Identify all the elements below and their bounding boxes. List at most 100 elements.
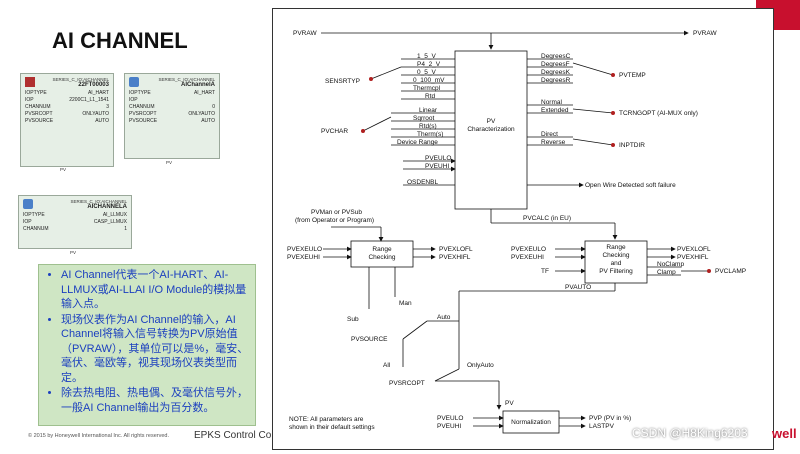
param-row: IOP CASP_LLMUX	[23, 219, 127, 226]
normalization-box	[502, 410, 560, 434]
pv-char-title-2: Characterization	[467, 126, 515, 133]
param-value: AUTO	[201, 118, 215, 124]
param-value: 3	[106, 104, 109, 110]
diagram-svg: PVRAW PVRAW SENSRTYP 1_5_V P4_2_V 0_5_V …	[287, 30, 746, 434]
tcrngopt-switch	[572, 108, 614, 114]
range-box-2-title-4: PV Filtering	[599, 268, 633, 275]
block-icon	[129, 77, 139, 87]
crn-option: Normal	[541, 99, 563, 106]
label-pvcalc: PVCALC (in EU)	[523, 215, 571, 222]
ai-channel-diagram: PVRAW PVRAW SENSRTYP 1_5_V P4_2_V 0_5_V …	[272, 8, 774, 450]
range-box-2-title-3: and	[611, 260, 622, 267]
param-row: IOPTYPE AI_HART	[129, 90, 215, 97]
footer-epks: EPKS Control Co	[194, 430, 272, 441]
label-pvexeuhi: PVEXEUHI	[287, 254, 320, 261]
range-box-1-title-1: Range	[372, 246, 392, 253]
label-pvexhifl-2: PVEXHIFL	[677, 254, 709, 261]
label-auto: Auto	[437, 314, 451, 321]
sensor-option: 1_5_V	[417, 53, 436, 60]
range-box-1-title-2: Checking	[368, 254, 395, 261]
bullet-item: AI Channel代表一个AI-HART、AI-LLMUX或AI-LLAI I…	[61, 268, 255, 312]
slide-title: AI CHANNEL	[52, 28, 188, 53]
label-pvexlofl: PVEXLOFL	[439, 246, 473, 253]
param-value: 0	[212, 104, 215, 110]
bullet-list: AI Channel代表一个AI-HART、AI-LLMUX或AI-LLAI I…	[39, 268, 255, 415]
param-row: CHANNUM 0	[129, 104, 215, 111]
label-sub: Sub	[347, 316, 359, 323]
dir-option: Direct	[541, 131, 558, 138]
block-header: SERIES_C_IO:AICHANNEL	[70, 199, 127, 204]
param-key: IOPTYPE	[129, 90, 151, 96]
char-option: Linear	[419, 107, 438, 114]
param-row: PVSOURCE AUTO	[129, 118, 215, 125]
pv-char-title-1: PV	[487, 118, 496, 125]
temp-option: DegreesK	[541, 69, 571, 76]
sensor-option: P4_2_V	[417, 61, 441, 68]
range-box-2-title-2: Checking	[602, 252, 629, 259]
param-value: AI_HART	[87, 90, 109, 96]
description-box: AI Channel代表一个AI-HART、AI-LLMUX或AI-LLAI I…	[38, 264, 256, 426]
note-line-1: NOTE: All parameters are	[289, 416, 364, 423]
char-option: Device Range	[397, 139, 438, 146]
param-key: IOP	[23, 219, 32, 225]
label-sensrtyp: SENSRTYP	[325, 78, 360, 85]
sensor-option: Thermcpl	[413, 85, 441, 92]
param-value: ONLYAUTO	[188, 111, 215, 117]
label-man: Man	[399, 300, 412, 307]
label-pvexeulo-2: PVEXEULO	[511, 246, 546, 253]
pvchar-switch	[362, 116, 392, 132]
param-key: PVSOURCE	[129, 118, 158, 124]
label-tf: TF	[541, 268, 549, 275]
label-pvexlofl-2: PVEXLOFL	[677, 246, 711, 253]
param-value: 2200C1_L1_1541	[69, 97, 109, 103]
param-row: PVSRCOPT ONLYAUTO	[129, 111, 215, 118]
function-block-aichannela[interactable]: SERIES_C_IO:AICHANNEL AIChannelA IOPTYPE…	[124, 73, 220, 159]
temp-option: DegreesC	[541, 53, 571, 60]
sensor-option: 0_5_V	[417, 69, 436, 76]
param-row: IOP	[129, 97, 215, 104]
bullet-item: 除去热电阻、热电偶、及毫伏信号外，一般AI Channel输出为百分数。	[61, 386, 255, 415]
param-key: IOP	[129, 97, 138, 103]
param-value: AI_HART	[193, 90, 215, 96]
label-pveuhi-2: PVEUHI	[437, 423, 461, 430]
label-pv: PV	[505, 400, 514, 407]
label-inptdir: INPTDIR	[619, 142, 645, 149]
block-icon	[23, 199, 33, 209]
bullet-item: 现场仪表作为AI Channel的输入，AI Channel将输入信号转换为PV…	[61, 313, 255, 386]
label-pvraw-out: PVRAW	[693, 30, 717, 37]
block-port-pv: PV	[70, 250, 77, 255]
block-icon	[25, 77, 35, 87]
param-key: PVSOURCE	[25, 118, 54, 124]
param-key: PVSRCOPT	[129, 111, 157, 117]
normalization-title: Normalization	[511, 419, 551, 426]
inptdir-switch	[572, 138, 614, 146]
sensor-option: 0_100_mV	[413, 77, 445, 84]
param-value: 1	[124, 226, 127, 232]
function-block-aichannela-llmux[interactable]: SERIES_C_IO:AICHANNEL AICHANNELA IOPTYPE…	[18, 195, 132, 249]
param-value: CASP_LLMUX	[93, 219, 127, 225]
label-pvchar: PVCHAR	[321, 128, 348, 135]
pvsource-switch	[402, 320, 428, 340]
label-pvexeulo: PVEXEULO	[287, 246, 322, 253]
label-pvsource: PVSOURCE	[351, 336, 388, 343]
range-box-2-title-1: Range	[606, 244, 626, 251]
block-port-pv: PV	[166, 160, 173, 165]
block-name: 22FT00003	[78, 82, 109, 88]
label-pvexhifl: PVEXHIFL	[439, 254, 471, 261]
param-key: CHANNUM	[129, 104, 155, 110]
temp-option: DegreesR	[541, 77, 571, 84]
brand-logo-text: well	[772, 426, 797, 441]
label-pvman: PVMan or PVSub	[311, 209, 362, 216]
label-from-operator: (from Operator or Program)	[295, 217, 374, 224]
label-pvraw-in: PVRAW	[293, 30, 317, 37]
block-port-pv: PV	[60, 167, 67, 172]
char-option: Therm(s)	[417, 131, 443, 138]
label-pvexeuhi-2: PVEXEUHI	[511, 254, 544, 261]
